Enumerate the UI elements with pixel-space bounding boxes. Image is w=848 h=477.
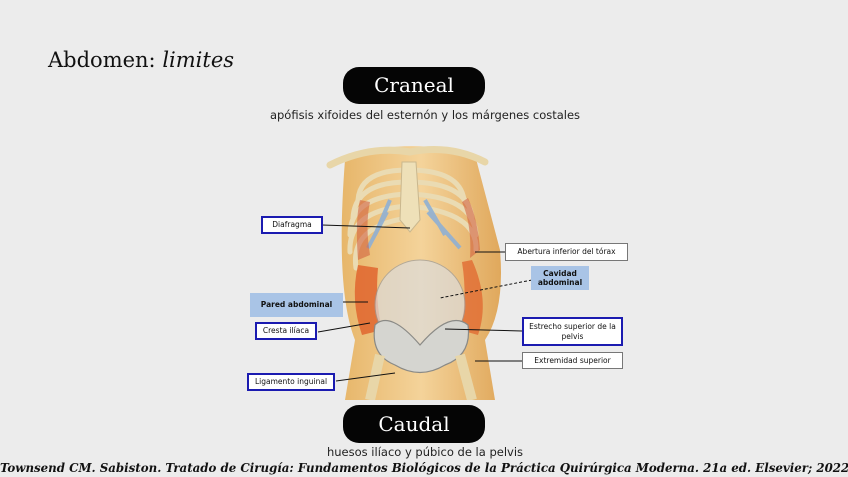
cranial-pill: Craneal	[343, 67, 485, 104]
slide-title-main: Abdomen:	[48, 48, 156, 72]
label-extremidad: Extremidad superior	[522, 352, 623, 369]
label-diafragma: Diafragma	[261, 216, 323, 234]
label-estrecho: Estrecho superior de la pelvis	[522, 317, 623, 346]
citation: Townsend CM. Sabiston. Tratado de Cirugí…	[0, 461, 848, 475]
label-cavidad: Cavidad abdominal	[531, 266, 589, 290]
slide-title-italic: limites	[162, 48, 234, 72]
label-ligamento: Ligamento inguinal	[247, 373, 335, 391]
label-abertura: Abertura inferior del tórax	[505, 243, 628, 261]
cranial-description: apófisis xifoides del esternón y los már…	[240, 108, 610, 122]
label-cresta: Cresta ilíaca	[255, 322, 317, 340]
caudal-description: huesos ilíaco y púbico de la pelvis	[300, 445, 550, 459]
caudal-pill: Caudal	[343, 405, 485, 443]
label-pared: Pared abdominal	[250, 293, 343, 317]
slide-title: Abdomen: limites	[48, 48, 234, 72]
